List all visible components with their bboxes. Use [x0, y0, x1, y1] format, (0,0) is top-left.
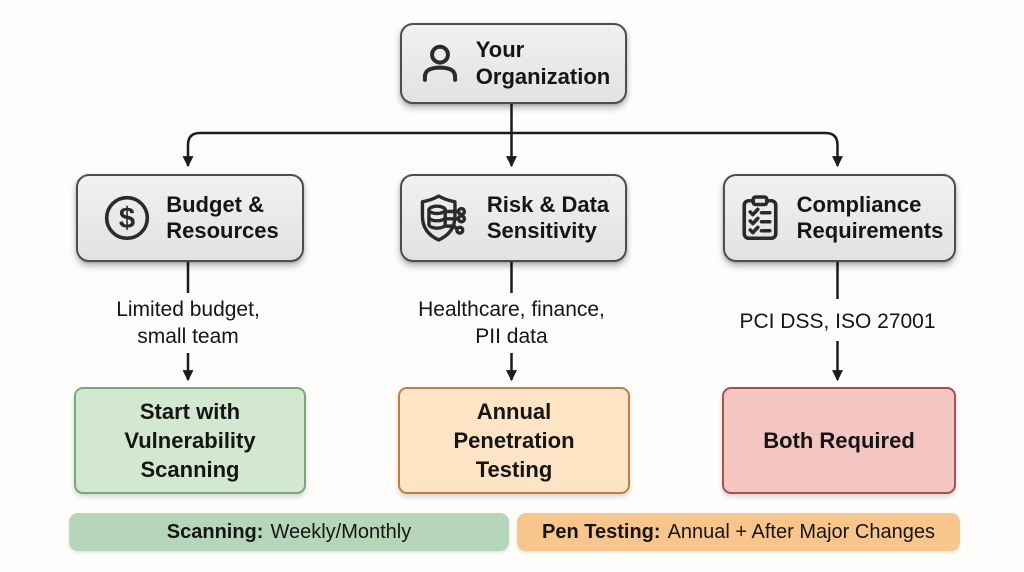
clipboard-checklist-icon: [736, 192, 784, 244]
svg-text:$: $: [119, 203, 135, 235]
legend-value: Annual + After Major Changes: [667, 520, 935, 543]
shield-database-icon: [418, 192, 474, 244]
outcome-label: Both Required: [763, 427, 915, 453]
outcome-vulnerability-scanning: Start with Vulnerability Scanning: [74, 387, 306, 494]
node-title: Your Organization: [475, 37, 611, 89]
outcome-penetration-testing: Annual Penetration Testing: [398, 387, 630, 494]
node-your-organization: Your Organization: [400, 23, 627, 104]
outcome-label: Annual Penetration Testing: [453, 398, 575, 483]
node-title: Compliance Requirements: [796, 191, 944, 243]
outcome-both-required: Both Required: [722, 387, 956, 494]
edge-root-to-compliance: [511, 131, 843, 168]
legend-term: Scanning:: [166, 520, 264, 543]
edge-root-to-budget: [182, 131, 512, 168]
node-risk-data-sensitivity: Risk & Data Sensitivity: [400, 174, 627, 262]
condition-budget: Limited budget, small team: [116, 298, 260, 349]
legend-term: Pen Testing:: [542, 520, 661, 543]
person-icon: [417, 41, 463, 87]
legend-value: Weekly/Monthly: [270, 520, 412, 543]
dollar-circle-icon: $: [101, 192, 153, 244]
node-title: Risk & Data Sensitivity: [486, 191, 610, 243]
node-compliance-requirements: Compliance Requirements: [723, 174, 956, 262]
condition-risk: Healthcare, finance, PII data: [418, 298, 605, 349]
node-title: Budget & Resources: [166, 191, 279, 243]
condition-compliance: PCI DSS, ISO 27001: [739, 310, 936, 333]
legend-pentest-frequency: Pen Testing: Annual + After Major Change…: [517, 513, 960, 551]
node-budget-resources: $ Budget & Resources: [76, 174, 304, 262]
outcome-label: Start with Vulnerability Scanning: [124, 398, 256, 483]
legend-scanning-frequency: Scanning: Weekly/Monthly: [69, 513, 509, 551]
